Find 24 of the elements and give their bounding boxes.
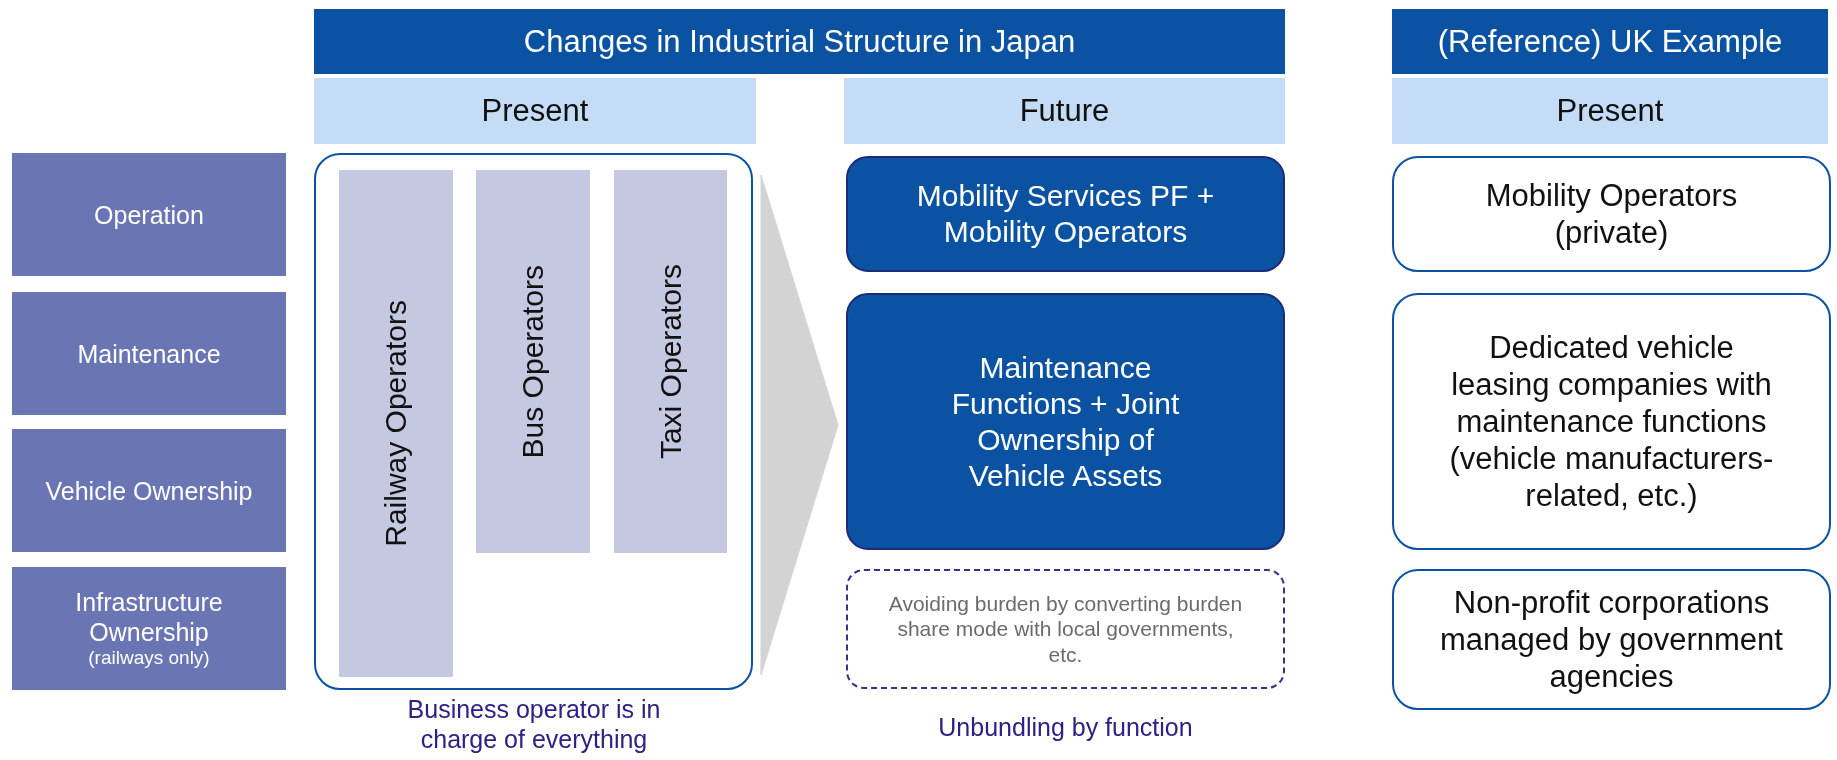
row-label: Maintenance xyxy=(12,292,286,415)
operator-column: Railway Operators xyxy=(339,170,453,677)
function-box: Maintenance Functions + Joint Ownership of Vehicle Assets xyxy=(846,293,1285,550)
example-box: Dedicated vehicle leasing companies with maintenance functions (vehicle manufacturers-related, etc.) xyxy=(1392,293,1831,550)
operator-column: Taxi Operators xyxy=(614,170,727,553)
group-frame xyxy=(314,153,753,690)
column-header: Present xyxy=(1392,78,1828,144)
row-note: (railways only) xyxy=(88,647,210,670)
caption-text: Business operator is in charge of everything xyxy=(406,694,662,754)
dashed-note-box: Avoiding burden by converting burden share mode with local governments, etc. xyxy=(846,569,1285,689)
caption-text: Unbundling by function xyxy=(937,712,1194,742)
row-label: Vehicle Ownership xyxy=(12,429,286,552)
example-box: Non-profit corporations managed by government agencies xyxy=(1392,569,1831,710)
function-box: Mobility Services PF + Mobility Operators xyxy=(846,156,1285,272)
row-label xyxy=(12,567,286,690)
row-label-text: Infrastructure Ownership xyxy=(74,587,224,648)
operator-column: Bus Operators xyxy=(476,170,590,553)
title-bar: Changes in Industrial Structure in Japan xyxy=(314,9,1285,74)
column-header: Present xyxy=(314,78,756,144)
chevron-arrow xyxy=(760,174,839,676)
column-header: Future xyxy=(844,78,1285,144)
example-box: Mobility Operators (private) xyxy=(1392,156,1831,272)
row-label: Operation xyxy=(12,153,286,276)
title-bar: (Reference) UK Example xyxy=(1392,9,1828,74)
